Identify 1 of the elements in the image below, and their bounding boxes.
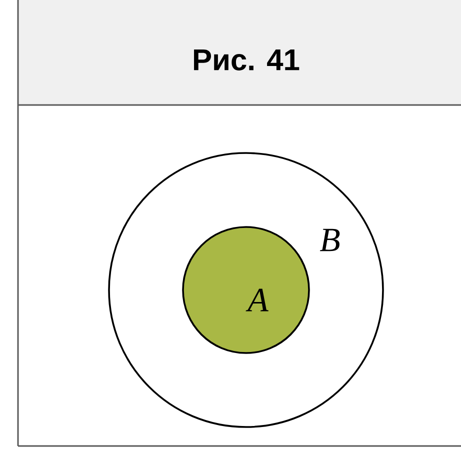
- figure-title: Рис. 41: [194, 50, 300, 70]
